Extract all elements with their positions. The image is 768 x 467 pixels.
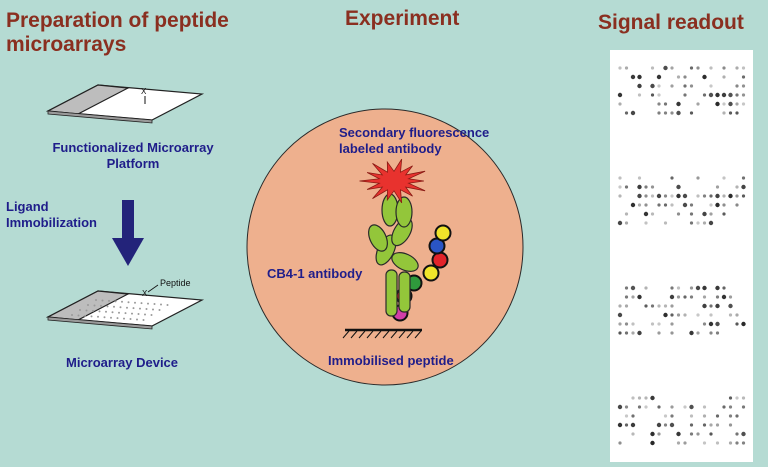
microarray-device-slide: X (45, 284, 205, 330)
spot-block (617, 285, 746, 336)
preparation-heading: Preparation of peptide microarrays (6, 9, 229, 56)
cb4-antibody-label: CB4-1 antibody (267, 266, 363, 281)
peptide-bead (431, 251, 449, 269)
device-spot-grid (71, 299, 169, 321)
functionalized-slide: X (45, 84, 205, 124)
signal-readout-panel (610, 50, 753, 462)
fluorescence-label-icon (359, 158, 426, 204)
spot-block (617, 395, 746, 446)
peptide-bead (422, 264, 440, 282)
spot-block (617, 176, 746, 226)
microarray-scan-image (617, 65, 746, 446)
secondary-antibody-label: Secondary fluorescence labeled antibody (339, 125, 490, 156)
peptide-tag-label: Peptide (160, 278, 191, 288)
platform-label: Functionalized Microarray Platform (52, 140, 214, 171)
signal-readout-heading: Signal readout (598, 11, 744, 34)
spot-block (617, 65, 746, 116)
experiment-heading: Experiment (345, 7, 460, 30)
x-marker-top: X (141, 87, 147, 96)
surface-line (342, 328, 422, 339)
immobilised-peptide-label: Immobilised peptide (328, 353, 454, 368)
peptide-bead (434, 224, 452, 242)
x-marker-device: X (142, 289, 148, 298)
ligand-immobilization-label: Ligand Immobilization (6, 199, 97, 230)
immobilization-arrow (112, 200, 144, 266)
cb4-antibody (368, 217, 419, 317)
microarray-device-label: Microarray Device (66, 355, 179, 370)
secondary-antibody (381, 193, 413, 228)
